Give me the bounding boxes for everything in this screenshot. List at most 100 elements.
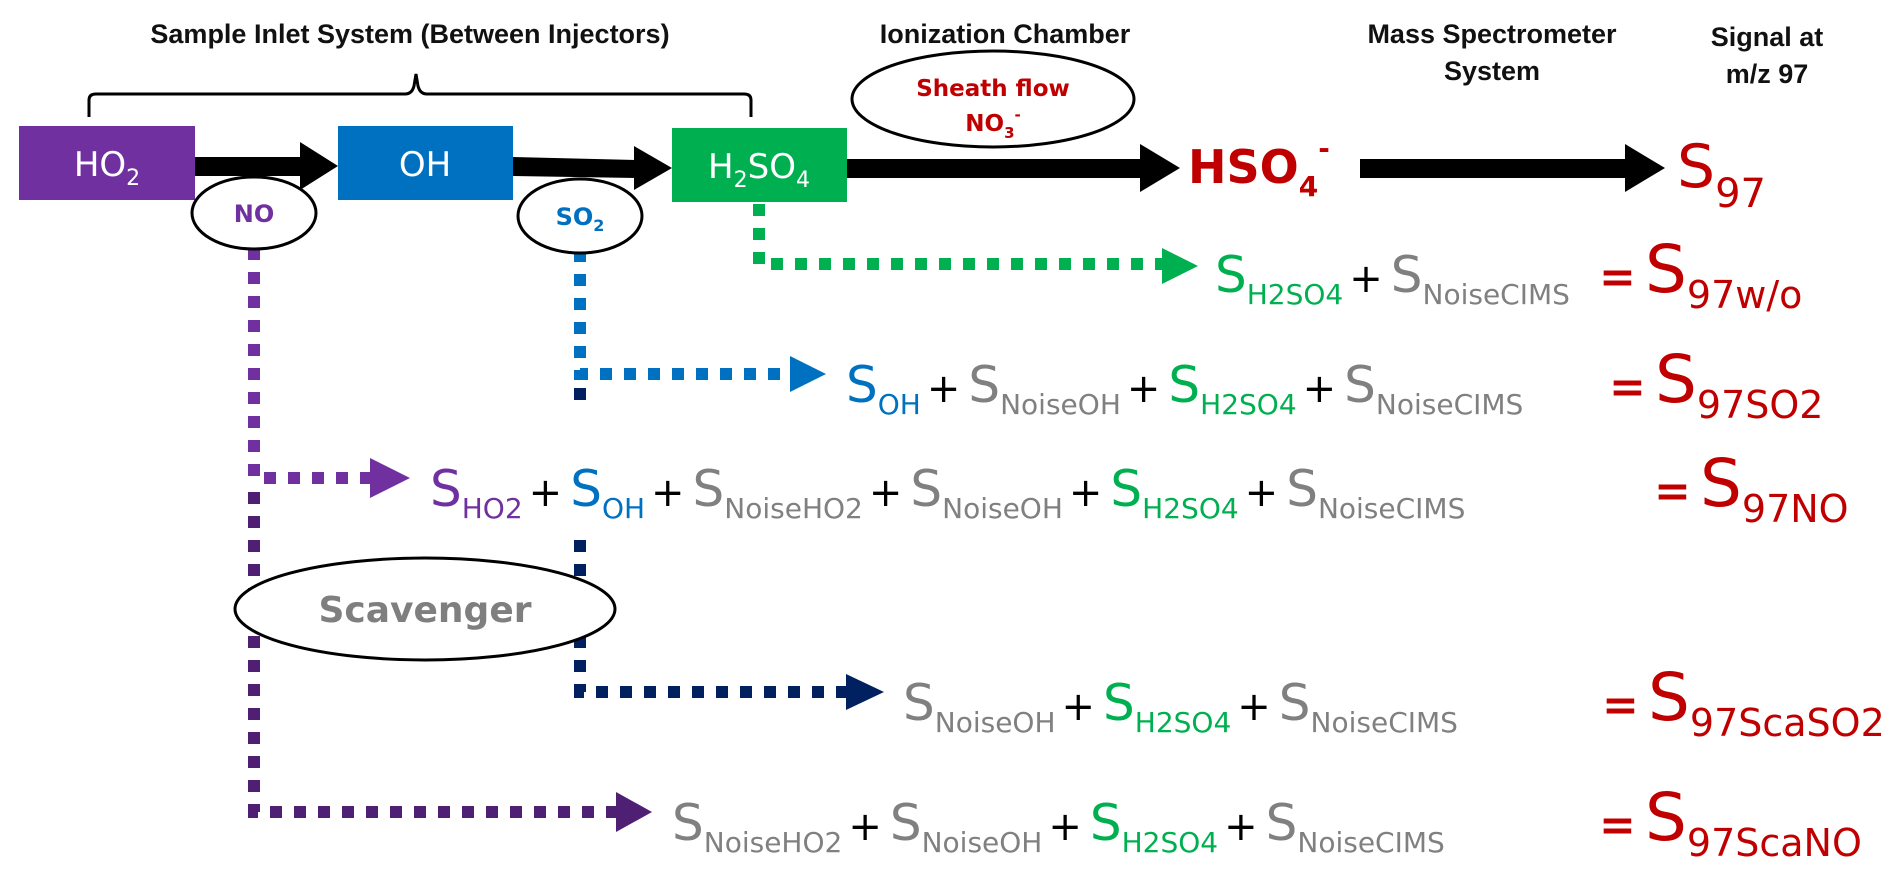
header-ms-line1: Mass Spectrometer bbox=[1367, 19, 1617, 49]
ellipse-sheath-flow: Sheath flow NO3- bbox=[850, 49, 1136, 149]
signal-term-base: S bbox=[1391, 246, 1423, 304]
ellipse-scavenger: Scavenger bbox=[233, 556, 617, 662]
plus-operator: + bbox=[1062, 684, 1096, 730]
signal-s97: S97 bbox=[1677, 132, 1766, 217]
signal-term-subscript: NoiseHO2 bbox=[704, 826, 843, 859]
signal-term-base: S bbox=[1110, 460, 1142, 518]
plus-operator: + bbox=[1303, 366, 1337, 412]
dotted-flow-scavenger-so2 bbox=[574, 388, 846, 698]
plus-operator: + bbox=[1237, 684, 1271, 730]
equation-result: S97w/o bbox=[1645, 231, 1802, 317]
ellipse-so2: SO2 bbox=[516, 177, 644, 255]
plus-operator: + bbox=[1224, 804, 1258, 850]
flow-arrow-hso4-to-signal bbox=[1360, 144, 1665, 192]
signal-term-base: S bbox=[1266, 794, 1298, 852]
arrowhead-green bbox=[1162, 248, 1198, 284]
signal-equations: SH2SO4+SNoiseCIMS=S97w/oSOH+SNoiseOH+SH2… bbox=[430, 231, 1885, 865]
signal-term-base: S bbox=[1168, 356, 1200, 414]
svg-text:Scavenger: Scavenger bbox=[318, 590, 531, 631]
equation-terms: SOH+SNoiseOH+SH2SO4+SNoiseCIMS bbox=[846, 356, 1523, 421]
svg-text:HO2: HO2 bbox=[74, 145, 140, 191]
plus-operator: + bbox=[848, 804, 882, 850]
equation-terms: SNoiseHO2+SNoiseOH+SH2SO4+SNoiseCIMS bbox=[672, 794, 1445, 859]
header-inlet: Sample Inlet System (Between Injectors) bbox=[150, 19, 669, 49]
header-signal-line1: Signal at bbox=[1711, 22, 1824, 52]
equals-sign: = bbox=[1654, 466, 1691, 517]
box-h2so4: H2SO4 bbox=[672, 128, 847, 202]
ellipse-no: NO bbox=[190, 175, 318, 251]
equals-sign: = bbox=[1599, 800, 1636, 851]
plus-operator: + bbox=[651, 470, 685, 516]
dotted-flow-h2so4 bbox=[753, 204, 1165, 270]
signal-term-subscript: NoiseCIMS bbox=[1297, 826, 1444, 859]
signal-term-base: S bbox=[910, 460, 942, 518]
svg-text:NO: NO bbox=[234, 200, 275, 228]
signal-term-base: S bbox=[968, 356, 1000, 414]
equation-result: S97NO bbox=[1700, 445, 1849, 531]
arrowhead-navy bbox=[846, 674, 884, 710]
signal-term-subscript: H2SO4 bbox=[1200, 388, 1297, 421]
signal-term-subscript: H2SO4 bbox=[1247, 278, 1344, 311]
svg-text:OH: OH bbox=[399, 145, 451, 185]
flow-arrow-h2so4-to-hso4 bbox=[845, 144, 1180, 192]
arrowhead-dark-purple bbox=[616, 792, 652, 832]
signal-term-base: S bbox=[1279, 674, 1311, 732]
ion-hso4: HSO4- bbox=[1188, 132, 1330, 203]
arrowhead-blue bbox=[790, 356, 826, 392]
signal-term-subscript: HO2 bbox=[462, 492, 523, 525]
signal-term-subscript: NoiseOH bbox=[922, 826, 1043, 859]
inlet-brace bbox=[87, 73, 753, 117]
equals-sign: = bbox=[1599, 252, 1636, 303]
signal-term-subscript: NoiseOH bbox=[1000, 388, 1121, 421]
equation-result: S97ScaSO2 bbox=[1648, 659, 1885, 745]
plus-operator: + bbox=[927, 366, 961, 412]
signal-term-subscript: NoiseHO2 bbox=[724, 492, 863, 525]
equation-terms: SNoiseOH+SH2SO4+SNoiseCIMS bbox=[903, 674, 1458, 739]
signal-term-subscript: NoiseCIMS bbox=[1311, 706, 1458, 739]
equation-result: S97ScaNO bbox=[1645, 779, 1862, 865]
signal-term-subscript: H2SO4 bbox=[1142, 492, 1239, 525]
dotted-flow-no bbox=[248, 248, 374, 484]
signal-term-base: S bbox=[1344, 356, 1376, 414]
signal-term-base: S bbox=[430, 460, 462, 518]
signal-term-base: S bbox=[672, 794, 704, 852]
equation-terms: SHO2+SOH+SNoiseHO2+SNoiseOH+SH2SO4+SNois… bbox=[430, 460, 1465, 525]
plus-operator: + bbox=[1349, 256, 1383, 302]
svg-text:Sheath flow: Sheath flow bbox=[916, 76, 1070, 102]
plus-operator: + bbox=[529, 470, 563, 516]
signal-term-subscript: NoiseCIMS bbox=[1423, 278, 1570, 311]
header-ms-line2: System bbox=[1444, 56, 1540, 86]
box-ho2: HO2 bbox=[19, 126, 195, 200]
equation-row: SNoiseHO2+SNoiseOH+SH2SO4+SNoiseCIMS=S97… bbox=[672, 779, 1862, 865]
equation-row: SNoiseOH+SH2SO4+SNoiseCIMS =S97ScaSO2 bbox=[903, 659, 1885, 745]
plus-operator: + bbox=[1127, 366, 1161, 412]
flow-arrow-oh-to-h2so4 bbox=[513, 146, 672, 190]
arrowhead-purple bbox=[370, 458, 410, 498]
signal-term-subscript: H2SO4 bbox=[1122, 826, 1219, 859]
signal-term-subscript: NoiseOH bbox=[942, 492, 1063, 525]
signal-term-subscript: NoiseCIMS bbox=[1318, 492, 1465, 525]
svg-text:SO2: SO2 bbox=[556, 203, 605, 235]
signal-term-base: S bbox=[1090, 794, 1122, 852]
dotted-flow-so2 bbox=[574, 250, 790, 380]
plus-operator: + bbox=[1048, 804, 1082, 850]
signal-term-base: S bbox=[1103, 674, 1135, 732]
equation-terms: SH2SO4+SNoiseCIMS bbox=[1215, 246, 1570, 311]
signal-term-base: S bbox=[1286, 460, 1318, 518]
box-oh: OH bbox=[338, 126, 513, 200]
signal-term-base: S bbox=[846, 356, 878, 414]
svg-text:H2SO4: H2SO4 bbox=[708, 147, 810, 193]
signal-term-base: S bbox=[890, 794, 922, 852]
signal-term-subscript: NoiseCIMS bbox=[1376, 388, 1523, 421]
flow-arrow-ho2-to-oh bbox=[193, 142, 338, 190]
signal-term-subscript: H2SO4 bbox=[1135, 706, 1232, 739]
equation-row: SH2SO4+SNoiseCIMS=S97w/o bbox=[1215, 231, 1802, 317]
equation-row: SOH+SNoiseOH+SH2SO4+SNoiseCIMS=S97SO2 bbox=[846, 341, 1823, 427]
signal-term-subscript: OH bbox=[878, 388, 921, 421]
svg-text:NO3-: NO3- bbox=[965, 106, 1020, 142]
plus-operator: + bbox=[869, 470, 903, 516]
signal-term-base: S bbox=[693, 460, 725, 518]
equals-sign: = bbox=[1602, 680, 1639, 731]
signal-term-base: S bbox=[570, 460, 602, 518]
